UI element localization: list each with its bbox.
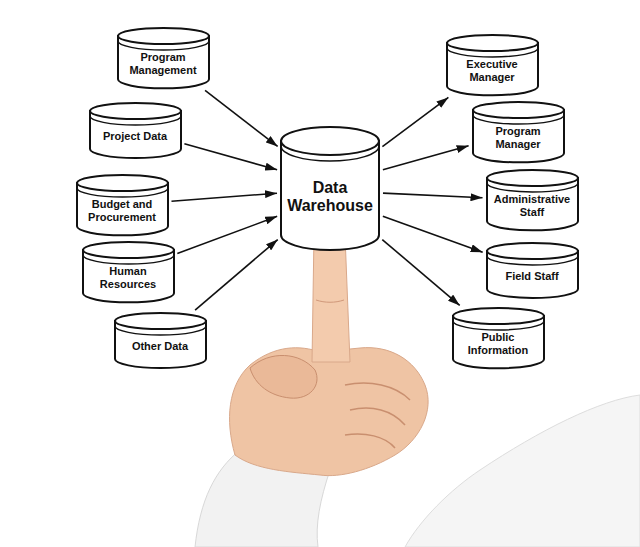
node-label: Field Staff: [505, 270, 558, 283]
database-cylinder: Program Manager: [472, 101, 565, 162]
cylinder-rim: [77, 188, 168, 197]
arrow-connector: [195, 240, 278, 311]
database-cylinder: Project Data: [89, 102, 182, 158]
node-label: Project Data: [103, 130, 167, 143]
cylinder-rim: [487, 183, 578, 192]
arrow-connector: [171, 193, 277, 201]
right-sleeve: [405, 395, 640, 547]
cylinder-top: [118, 28, 209, 44]
node-label: Human Resources: [86, 265, 171, 290]
arrow-connector: [383, 193, 483, 198]
cylinder-rim: [473, 115, 564, 124]
cylinder-rim: [447, 48, 538, 57]
node-text-box: Other Data: [118, 334, 203, 358]
cylinder-top: [487, 243, 578, 259]
cylinder-top: [453, 308, 544, 324]
cylinder-top: [77, 175, 168, 191]
cylinder-rim: [115, 326, 206, 335]
cylinder-top: [473, 102, 564, 118]
arrow-connector: [383, 146, 469, 170]
node-text-box: Program Manager: [476, 123, 561, 152]
node-label: Executive Manager: [450, 58, 535, 83]
finger-crease: [345, 434, 395, 448]
node-label: Administrative Staff: [490, 193, 575, 218]
arrow-connector: [383, 216, 483, 252]
node-label: Program Manager: [476, 125, 561, 150]
database-cylinder: Budget and Procurement: [76, 174, 169, 235]
node-text-box: Public Information: [456, 329, 541, 358]
arrow-connector: [184, 144, 277, 170]
database-cylinder: Other Data: [114, 312, 207, 368]
database-cylinder: Public Information: [452, 307, 545, 368]
finger-crease: [345, 383, 410, 400]
node-label: Data Warehouse: [284, 179, 376, 216]
database-cylinder: Field Staff: [486, 242, 579, 298]
node-text-box: Budget and Procurement: [80, 196, 165, 225]
database-cylinder: Program Management: [117, 27, 210, 88]
node-text-box: Human Resources: [86, 263, 171, 292]
node-text-box: Data Warehouse: [284, 160, 376, 234]
database-cylinder: Administrative Staff: [486, 169, 579, 230]
cylinder-top: [115, 313, 206, 329]
cylinder-top: [447, 35, 538, 51]
node-text-box: Project Data: [93, 124, 178, 148]
hand-palm: [230, 348, 429, 476]
arrow-connector: [177, 216, 277, 253]
finger-crease: [350, 408, 405, 425]
node-label: Public Information: [456, 331, 541, 356]
cylinder-rim: [90, 116, 181, 125]
arrow-connector: [205, 90, 278, 146]
database-cylinder: Executive Manager: [446, 34, 539, 95]
cylinder-rim: [281, 146, 379, 161]
node-label: Other Data: [132, 340, 188, 353]
node-text-box: Administrative Staff: [490, 191, 575, 220]
cylinder-rim: [487, 256, 578, 265]
node-text-box: Program Management: [121, 49, 206, 78]
cylinder-top: [83, 242, 174, 258]
node-text-box: Executive Manager: [450, 56, 535, 85]
node-text-box: Field Staff: [490, 264, 575, 288]
hand-thumb: [250, 355, 317, 398]
node-label: Program Management: [121, 51, 206, 76]
database-cylinder: Data Warehouse: [280, 126, 380, 250]
cylinder-rim: [453, 321, 544, 330]
arrow-connector: [382, 240, 459, 306]
cylinder-body: [281, 141, 379, 250]
finger-crease: [316, 300, 344, 302]
cylinder-top: [90, 103, 181, 119]
cylinder-top: [281, 127, 379, 155]
cylinder-top: [487, 170, 578, 186]
database-cylinder: Human Resources: [82, 241, 175, 302]
arrow-connector: [382, 97, 448, 146]
cylinder-rim: [83, 255, 174, 264]
cylinder-rim: [118, 41, 209, 50]
node-label: Budget and Procurement: [80, 198, 165, 223]
